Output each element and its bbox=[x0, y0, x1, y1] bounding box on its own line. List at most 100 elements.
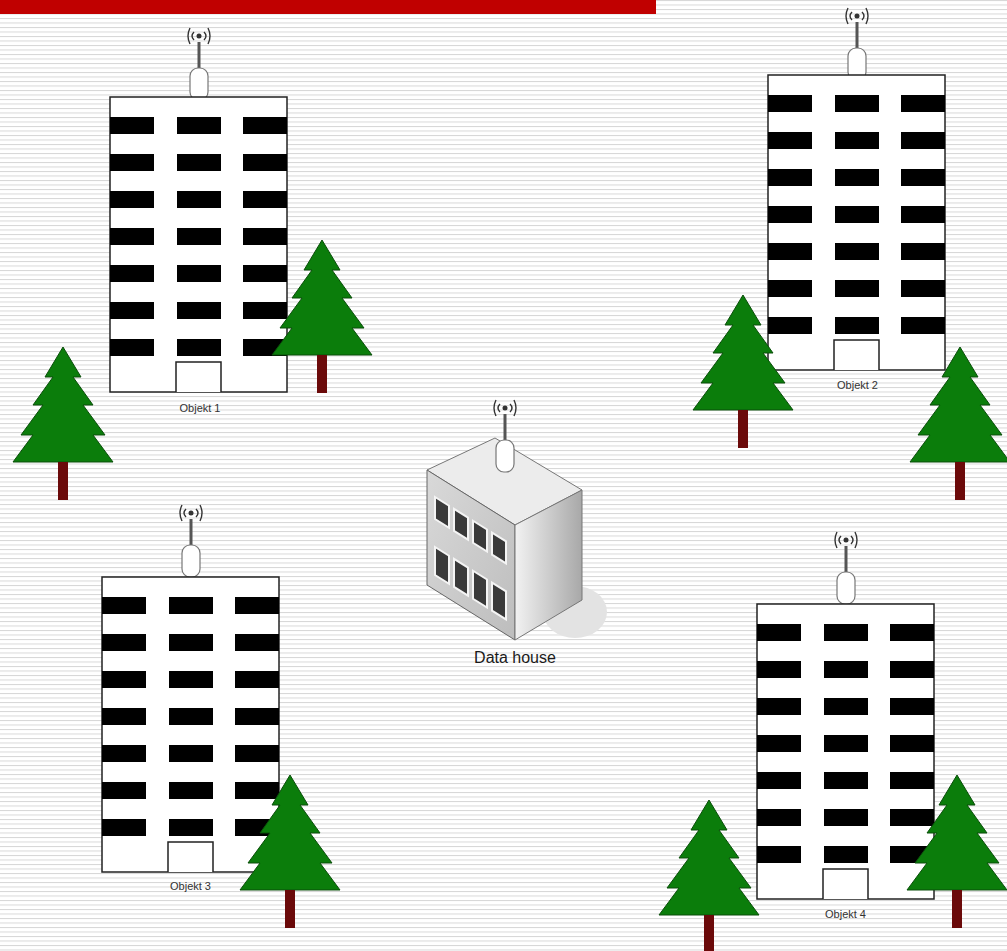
window bbox=[824, 698, 868, 715]
window bbox=[824, 661, 868, 678]
window bbox=[768, 95, 812, 112]
window bbox=[835, 206, 879, 223]
window bbox=[835, 169, 879, 186]
window bbox=[768, 243, 812, 260]
window bbox=[435, 547, 449, 584]
window bbox=[169, 745, 213, 762]
window bbox=[768, 206, 812, 223]
tree bbox=[272, 240, 372, 393]
door bbox=[176, 362, 221, 392]
window bbox=[757, 809, 801, 826]
window bbox=[890, 735, 934, 752]
building-outline bbox=[757, 604, 934, 899]
window bbox=[110, 154, 154, 171]
window bbox=[110, 265, 154, 282]
building-label: Objekt 3 bbox=[68, 880, 313, 892]
window bbox=[110, 339, 154, 356]
window bbox=[243, 154, 287, 171]
window bbox=[110, 191, 154, 208]
building-outline bbox=[768, 75, 945, 370]
window bbox=[890, 772, 934, 789]
window bbox=[901, 280, 945, 297]
window bbox=[169, 671, 213, 688]
window bbox=[177, 228, 221, 245]
window bbox=[890, 624, 934, 641]
building-outline bbox=[102, 577, 279, 872]
side-wall bbox=[515, 490, 582, 640]
tree bbox=[240, 775, 340, 928]
window bbox=[110, 228, 154, 245]
door bbox=[168, 842, 213, 872]
window bbox=[901, 169, 945, 186]
data-house: Data house bbox=[415, 395, 615, 675]
window bbox=[492, 583, 506, 620]
door bbox=[834, 340, 879, 370]
window bbox=[824, 624, 868, 641]
tree bbox=[907, 775, 1007, 928]
window bbox=[757, 624, 801, 641]
node-shape bbox=[755, 0, 960, 400]
node-shape bbox=[95, 20, 305, 420]
window bbox=[243, 228, 287, 245]
window bbox=[177, 117, 221, 134]
window bbox=[169, 597, 213, 614]
window bbox=[890, 661, 934, 678]
window bbox=[102, 634, 146, 651]
window bbox=[177, 302, 221, 319]
antenna bbox=[188, 28, 210, 100]
window bbox=[473, 571, 487, 608]
antenna bbox=[180, 505, 202, 577]
building-label: Objekt 1 bbox=[75, 402, 325, 414]
window bbox=[824, 809, 868, 826]
window bbox=[890, 809, 934, 826]
window bbox=[243, 339, 287, 356]
window bbox=[492, 533, 506, 564]
window bbox=[835, 132, 879, 149]
window bbox=[435, 497, 449, 528]
window bbox=[901, 95, 945, 112]
antenna bbox=[494, 400, 516, 472]
tree bbox=[13, 347, 113, 500]
window bbox=[169, 634, 213, 651]
window bbox=[235, 745, 279, 762]
window bbox=[824, 772, 868, 789]
window bbox=[835, 243, 879, 260]
window bbox=[890, 698, 934, 715]
node-shape bbox=[743, 525, 948, 925]
window bbox=[901, 317, 945, 334]
title-bar bbox=[0, 0, 656, 14]
window bbox=[243, 117, 287, 134]
node-shape bbox=[88, 498, 293, 898]
window bbox=[454, 509, 468, 540]
building-outline bbox=[110, 97, 287, 392]
tree bbox=[910, 347, 1007, 500]
window bbox=[757, 772, 801, 789]
window bbox=[102, 782, 146, 799]
window bbox=[901, 132, 945, 149]
window bbox=[901, 243, 945, 260]
tree bbox=[693, 295, 793, 448]
window bbox=[235, 634, 279, 651]
window bbox=[757, 661, 801, 678]
window bbox=[235, 708, 279, 725]
window bbox=[835, 317, 879, 334]
window bbox=[757, 735, 801, 752]
window bbox=[177, 339, 221, 356]
window bbox=[235, 671, 279, 688]
building: Objekt 4 bbox=[743, 525, 948, 925]
building: Objekt 2 bbox=[755, 0, 960, 400]
antenna bbox=[846, 8, 868, 80]
building-label: Objekt 2 bbox=[735, 379, 980, 391]
window bbox=[454, 559, 468, 596]
antenna bbox=[835, 532, 857, 604]
window bbox=[177, 265, 221, 282]
window bbox=[102, 745, 146, 762]
window bbox=[768, 169, 812, 186]
building: Objekt 3 bbox=[88, 498, 293, 898]
window bbox=[835, 280, 879, 297]
window bbox=[824, 735, 868, 752]
window bbox=[110, 302, 154, 319]
window bbox=[757, 698, 801, 715]
window bbox=[102, 597, 146, 614]
